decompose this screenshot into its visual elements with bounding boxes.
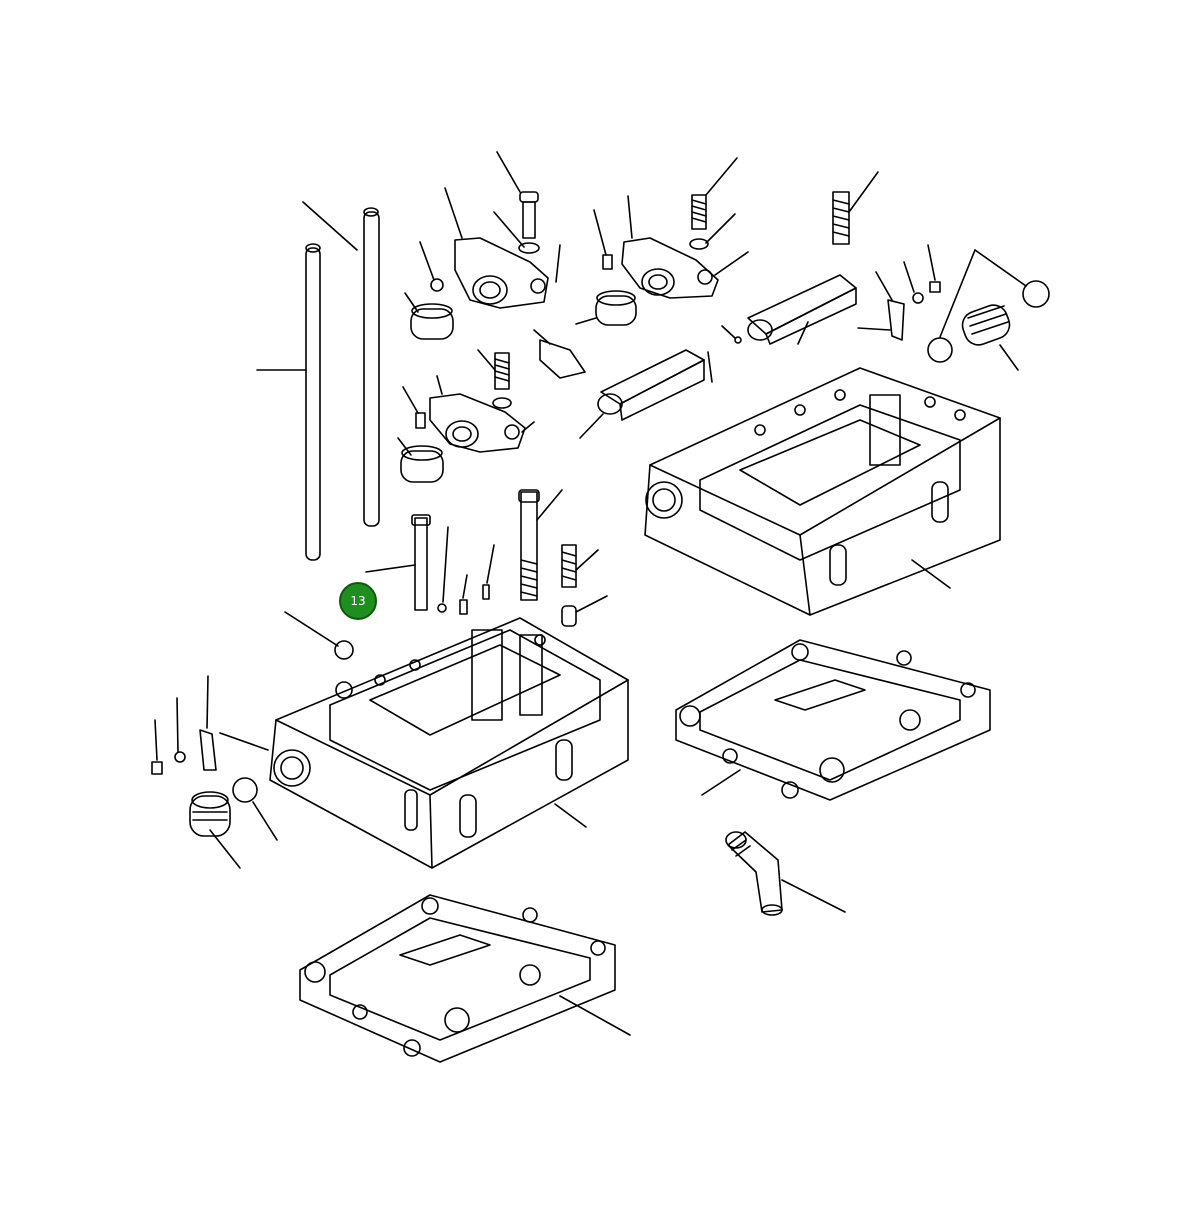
stud-bolts: [365, 489, 608, 627]
rocker-arm-middle-left: [397, 375, 526, 483]
rocker-shaft-center: [533, 329, 713, 439]
adjusting-screw-upper-left: [493, 151, 561, 283]
rocker-arm-upper-middle: [575, 195, 719, 326]
elbow-fitting: [725, 831, 846, 916]
gasket-bottom: [299, 894, 631, 1063]
plug-and-seal-upper-right: [927, 249, 1050, 371]
bracket-lower-left: [151, 675, 269, 775]
callout-13-label: 13: [350, 594, 366, 608]
rocker-shaft-right: [721, 171, 879, 345]
push-rod-left: [256, 243, 321, 561]
adjusting-screw-upper-middle: [689, 157, 749, 276]
callout-13-marker: [339, 582, 377, 620]
cylinder-head-upper-right: [644, 367, 1001, 616]
push-rod-right: [302, 201, 380, 527]
cylinder-head-lower-left: [269, 611, 629, 869]
gasket-right: [675, 639, 991, 801]
callout-13[interactable]: 13: [339, 582, 377, 620]
plug-and-seal-lower-left: [189, 777, 278, 869]
rocker-arm-upper-left: [404, 187, 549, 340]
bracket-upper-right: [857, 244, 941, 341]
adjusting-screw-middle-left: [477, 349, 535, 433]
